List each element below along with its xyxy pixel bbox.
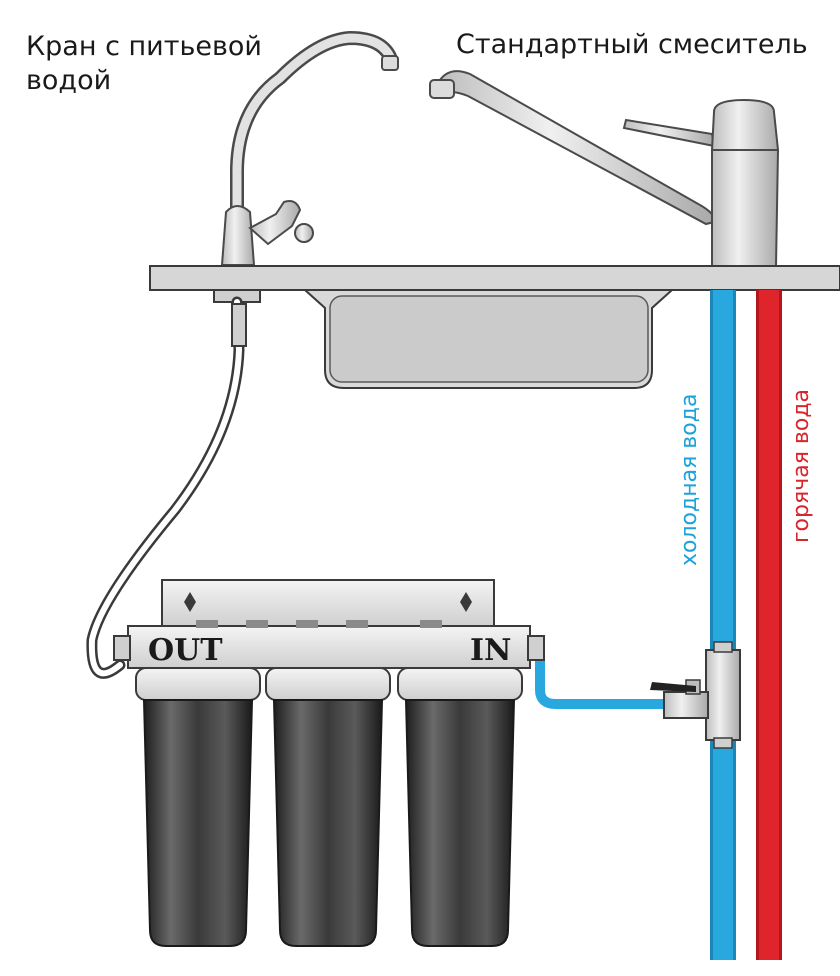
cold-water-label: холодная вода (677, 393, 702, 566)
filter-head (113, 620, 545, 669)
tee-valve-adapter (650, 641, 741, 749)
hot-water-pipe (756, 290, 782, 960)
hot-water-label: горячая вода (789, 388, 814, 543)
drinking-water-tap (220, 30, 399, 266)
filter-housing-3 (397, 667, 523, 947)
filter-out-label: OUT (148, 633, 223, 668)
filter-mounting-bracket (161, 579, 495, 627)
drinking-tap-label-line-1: Кран с питьевой (26, 31, 262, 62)
flexible-hose (86, 296, 247, 679)
countertop (149, 265, 840, 291)
filter-feed-line (535, 660, 690, 709)
drinking-tap-label-line-2: водой (26, 65, 112, 96)
cold-water-pipe (710, 290, 736, 960)
sink-bowl (302, 289, 675, 389)
drinking-tap-label: Кран с питьевой водой (26, 30, 262, 98)
filter-housing-2 (265, 667, 391, 947)
filter-housing-1 (135, 667, 261, 947)
standard-mixer-label: Стандартный смеситель (456, 29, 808, 60)
filter-in-label: IN (470, 633, 511, 668)
standard-mixer (429, 70, 780, 267)
